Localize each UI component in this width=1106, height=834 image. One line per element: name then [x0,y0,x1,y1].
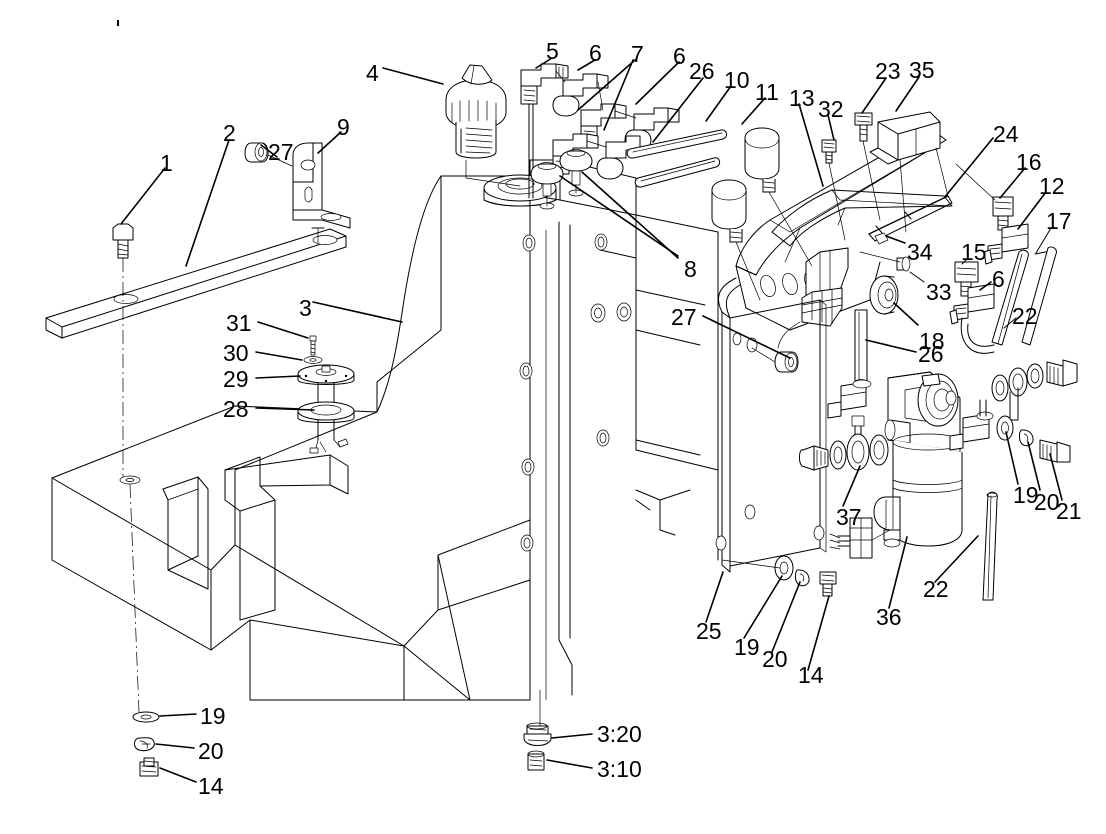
isolator-mount-11b [711,179,747,243]
callout-6-a: 6 [589,40,602,66]
washer-stack-37 [829,433,889,471]
panel-bracket-25 [715,277,827,573]
connector-block [801,287,843,327]
fuel-line-26-upper [634,157,721,188]
callout-22-a: 22 [1012,303,1038,329]
callout-32: 32 [818,96,844,122]
callout-22-b: 22 [923,576,949,602]
callout-14-a: 14 [198,773,224,799]
callout-31: 31 [226,310,252,336]
callout-36: 36 [876,604,902,630]
roller-18 [869,275,899,315]
fitting-3-20 [523,722,552,746]
callout-3: 3 [299,295,312,321]
hardware-19-20-14-center [774,555,837,597]
elbow-fitting-6a [552,73,609,117]
washer-stack-right [991,359,1078,421]
fuel-line-26-vertical [854,309,868,385]
capscrew-32 [821,139,837,164]
banjo-bolt-left [799,445,829,471]
fuel-cap-4 [445,64,507,159]
callout-14-b: 14 [798,662,824,688]
callout-28: 28 [223,396,249,422]
callout-15: 15 [961,239,987,265]
callout-16: 16 [1016,149,1042,175]
callout-20-c: 20 [1034,489,1060,515]
tube-17 [991,246,1057,346]
callout-7: 7 [631,41,644,67]
callout-17: 17 [1046,208,1072,234]
callout-21: 21 [1056,498,1082,524]
capscrew-23 [854,112,873,142]
fuel-filter-assembly [829,371,964,559]
callout-5: 5 [546,38,559,64]
spacer-27 [244,142,269,163]
fitting-12 [983,223,1029,265]
isolator-mount-11a [744,127,780,193]
hose-22-lower [982,491,998,601]
callout-12: 12 [1039,173,1065,199]
hardware-19-20-14-left [132,711,160,777]
callout-35: 35 [909,57,935,83]
elbow-fitting-5 [520,63,569,105]
elbow-fitting-6d [949,283,995,325]
callout-9: 9 [337,114,350,140]
callout-23: 23 [875,58,901,84]
leader-lines [120,57,1063,783]
callout-30: 30 [223,340,249,366]
fitting-15 [954,261,979,297]
mounting-plate-13 [735,127,953,349]
callout-20-a: 20 [198,738,224,764]
elbow-on-line-26 [827,379,872,419]
callout-19-c: 19 [1013,482,1039,508]
callout-37: 37 [836,504,862,530]
hose-22-upper [960,317,995,354]
callout-26-a: 26 [689,58,715,84]
spacer-33 [896,256,911,272]
callout-19-b: 19 [734,634,760,660]
spacer-27b [774,351,799,373]
callout-11: 11 [755,79,779,105]
cover-35 [869,111,941,165]
callout-18: 18 [919,328,945,354]
filter-connector [829,517,873,559]
fuel-tank-body [51,159,719,701]
grommet-8b [559,149,593,197]
registration-tick [117,20,119,26]
mount-strap-assembly [45,142,351,713]
fuel-line-10 [626,129,728,159]
callout-27-b: 27 [671,304,697,330]
callout-6-b: 6 [673,43,686,69]
sender-flange-assembly [297,335,355,454]
callout-33: 33 [926,279,952,305]
drain-valve [873,496,901,548]
callout-25: 25 [696,618,722,644]
callout-24: 24 [993,121,1019,147]
callout-8: 8 [684,256,697,282]
plug-3-10 [527,750,545,771]
callout-29: 29 [223,366,249,392]
callout-2: 2 [223,120,236,146]
callout-27-a: 27 [268,139,294,165]
angle-bracket-9 [292,142,351,229]
callout-13: 13 [789,85,815,111]
callout-3-20: 3:20 [597,721,642,747]
callout-4: 4 [366,60,379,86]
callout-20-b: 20 [762,646,788,672]
callout-19-a: 19 [200,703,226,729]
callout-3-10: 3:10 [597,756,642,782]
callout-26-b: 26 [918,341,944,367]
callout-1: 1 [160,150,173,176]
grommet-8a [530,162,564,210]
callout-10: 10 [724,67,750,93]
callout-34: 34 [907,239,933,265]
fitting-16 [992,196,1014,231]
callout-6-c: 6 [992,266,1005,292]
capscrew-1 [112,223,134,259]
